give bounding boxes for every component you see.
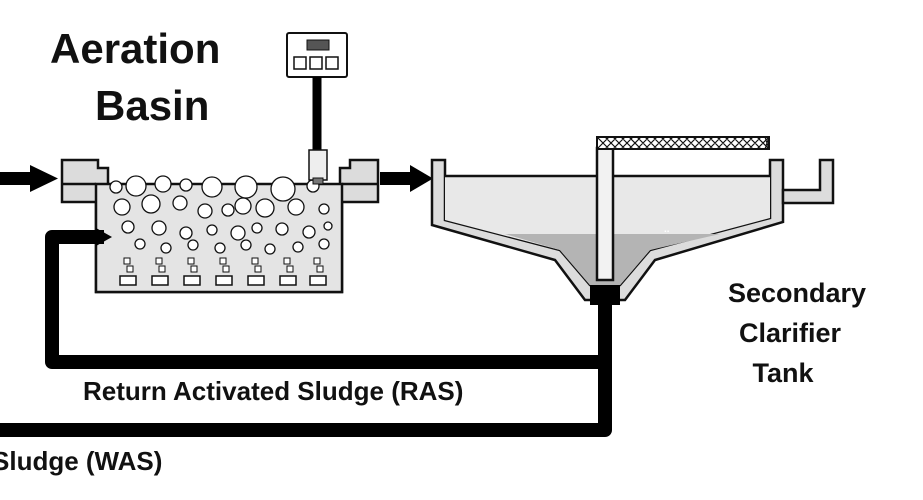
secondary-clarifier: .. [430,146,835,302]
air-bubble-icon [109,180,123,194]
diffuser-icon [215,275,233,286]
diffuser-icon [119,275,137,286]
air-bubble-icon [221,203,235,217]
air-bubble-icon [179,226,193,240]
air-bubble-icon [323,221,333,231]
aeration-basin-title-line1: Aeration [50,25,220,72]
air-bubble-icon [255,198,275,218]
air-bubble-icon [316,265,324,273]
was-label: Sludge (WAS) [0,446,162,476]
air-bubble-icon [287,198,305,216]
air-bubble-icon [154,175,172,193]
air-bubble-icon [234,175,258,199]
air-bubble-icon [190,265,198,273]
diffuser-icon [279,275,297,286]
air-bubble-icon [240,239,252,251]
air-bubble-icon [302,225,316,239]
air-bubble-icon [286,265,294,273]
sludge-pipes [0,228,620,437]
clarifier-title-line1: Secondary [728,278,866,308]
air-bubble-icon [201,176,223,198]
air-bubble-icon [141,194,161,214]
air-bubble-icon [219,257,227,265]
air-bubble-icon [270,176,296,202]
air-bubble-icon [275,222,289,236]
air-bubbles [109,175,333,273]
air-bubble-icon [222,265,230,273]
air-bubble-icon [264,243,276,255]
air-bubble-icon [251,222,263,234]
clarifier-title-line3: Tank [752,358,814,388]
flow-arrow-icon [0,165,58,192]
air-bubble-icon [134,238,146,250]
ras-label: Return Activated Sludge (RAS) [83,376,463,406]
air-bubble-icon [197,203,213,219]
clarifier-title-line2: Clarifier [739,318,842,348]
scraper-bridge-icon [596,136,770,150]
diffuser-icon [247,275,265,286]
air-bubble-icon [187,257,195,265]
flow-arrow-icon [380,165,433,192]
diffuser-row [119,275,327,286]
diffuser-icon [151,275,169,286]
air-bubble-icon [123,257,131,265]
diffuser-icon [309,275,327,286]
air-bubble-icon [172,195,188,211]
air-bubble-icon [254,265,262,273]
air-bubble-icon [318,203,330,215]
air-bubble-icon [125,175,147,197]
air-bubble-icon [283,257,291,265]
aeration-basin-title-line2: Basin [95,82,209,129]
air-bubble-icon [158,265,166,273]
air-bubble-icon [234,197,252,215]
air-bubble-icon [151,220,167,236]
air-bubble-icon [126,265,134,273]
air-bubble-icon [206,224,218,236]
air-bubble-icon [251,257,259,265]
aeration-basin [60,158,380,294]
diffuser-icon [183,275,201,286]
air-bubble-icon [318,238,330,250]
air-bubble-icon [155,257,163,265]
svg-text:..: .. [664,224,670,235]
air-bubble-icon [292,241,304,253]
air-bubble-icon [179,178,193,192]
air-bubble-icon [187,239,199,251]
air-bubble-icon [113,198,131,216]
air-bubble-icon [214,242,226,254]
controller-icon [286,32,348,185]
air-bubble-icon [230,225,246,241]
air-bubble-icon [313,257,321,265]
air-bubble-icon [121,220,135,234]
air-bubble-icon [160,242,172,254]
